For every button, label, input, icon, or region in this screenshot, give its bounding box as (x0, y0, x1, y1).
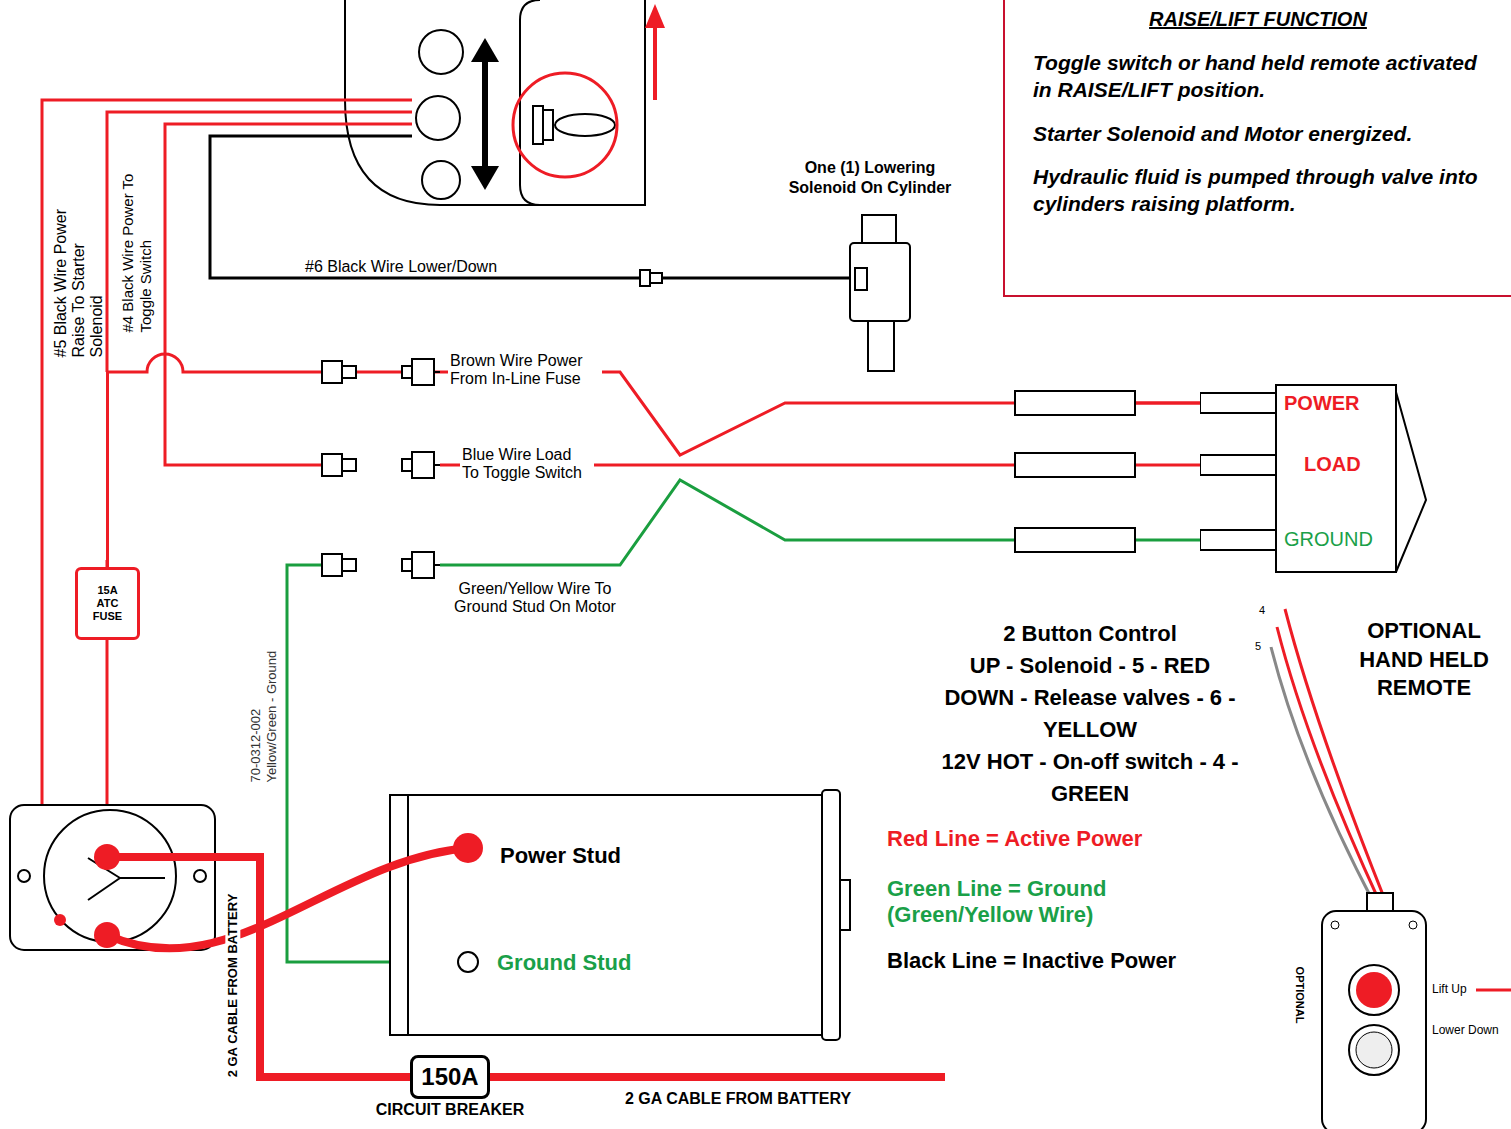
connector-pin (402, 559, 412, 571)
connector-male (322, 361, 342, 383)
wire-label: Green/Yellow Wire To Ground Stud On Moto… (440, 580, 630, 616)
connector-lead (434, 464, 440, 466)
connector-pin (342, 366, 356, 378)
wire-number: 5 (1255, 640, 1261, 652)
legend-text: Green Line = Ground (Green/Yellow Wire) (887, 876, 1177, 928)
legend-text: Red Line = Active Power (887, 826, 1177, 852)
legend-swatch: Green Line = Ground (Green/Yellow Wire) (887, 876, 1177, 928)
wire-label: #4 Black Wire Power To Toggle Switch (118, 168, 154, 333)
cable-label: 2 GA CABLE FROM BATTERY (625, 1090, 851, 1108)
button-control-note: 2 Button ControlUP - Solenoid - 5 - REDD… (900, 618, 1280, 810)
connector-female (412, 552, 434, 578)
rocker-switch: POWER LOAD GROUND (1200, 380, 1430, 580)
breaker-caption: CIRCUIT BREAKER (376, 1101, 524, 1119)
legend-text: Black Line = Inactive Power (887, 948, 1177, 974)
note-text: Toggle switch or hand held remote activa… (1033, 49, 1501, 104)
connector-lead (434, 564, 440, 566)
circuit-breaker: 150ACIRCUIT BREAKER (410, 1055, 490, 1099)
connector-male (322, 454, 342, 476)
toggle-lever (513, 73, 617, 177)
connector-male (322, 554, 342, 576)
stud-label: Power Stud (500, 843, 621, 869)
hand-held-remote: OPTIONAL HAND HELD REMOTE OPTIONAL Lift Up… (1255, 595, 1511, 1129)
inline-fuse: 15A ATC FUSE (75, 567, 140, 640)
connector-pin (342, 559, 356, 571)
control-note-line: DOWN - Release valves - 6 - YELLOW (900, 682, 1280, 746)
connector-pin (402, 459, 412, 471)
button-label: Lift Up (1432, 982, 1467, 996)
connector-pin (342, 459, 356, 471)
lowering-solenoid (850, 215, 910, 371)
motor (390, 790, 850, 1040)
fuse-rating: 15A ATC FUSE (88, 584, 128, 624)
connector-female (412, 452, 434, 478)
power-wire (108, 354, 1201, 567)
remote-heading: OPTIONAL HAND HELD REMOTE (1345, 617, 1503, 703)
control-note-line: 12V HOT - On-off switch - 4 - GREEN (900, 746, 1280, 810)
connector-lead (434, 371, 440, 373)
connector-pin (402, 366, 412, 378)
starter-solenoid (10, 805, 215, 950)
switch-plug-housings (1015, 391, 1135, 552)
wire-label: #6 Black Wire Lower/Down (305, 258, 497, 276)
remote-marking: OPTIONAL (1294, 967, 1306, 1024)
legend-swatch: Red Line = Active Power (887, 826, 1177, 852)
cable-label: 2 GA CABLE FROM BATTERY (225, 891, 240, 1079)
wire-number: 4 (1259, 604, 1265, 616)
connector-female (412, 359, 434, 385)
legend: Red Line = Active PowerGreen Line = Grou… (887, 826, 1177, 994)
part-label: One (1) Lowering Solenoid On Cylinder (770, 158, 970, 198)
note-text: Hydraulic fluid is pumped through valve … (1033, 163, 1501, 218)
toggle-plate (345, 0, 645, 205)
wire-label: Brown Wire Power From In-Line Fuse (448, 352, 602, 388)
function-note-box: RAISE/LIFT FUNCTION Toggle switch or hand… (1003, 0, 1511, 297)
up-arrow (645, 4, 665, 100)
control-note-line: UP - Solenoid - 5 - RED (900, 650, 1280, 682)
breaker-rating: 150A (421, 1063, 478, 1091)
note-text: Starter Solenoid and Motor energized. (1033, 120, 1501, 147)
wire-label: #5 Black Wire Power Raise To Starter Sol… (51, 193, 105, 358)
button-label: Lower Down (1432, 1023, 1499, 1037)
note-heading: RAISE/LIFT FUNCTION (1015, 8, 1501, 31)
part-number: 70-0312-002 Yellow/Green - Ground (247, 638, 279, 783)
terminal-name: POWER (1284, 392, 1360, 415)
inline-connectors (322, 359, 440, 578)
double-arrow (471, 38, 499, 190)
control-note-line: 2 Button Control (900, 618, 1280, 650)
terminal-name: GROUND (1284, 528, 1373, 551)
wire-label: Blue Wire Load To Toggle Switch (460, 446, 594, 482)
terminals (94, 833, 483, 972)
edge-layer (108, 354, 1201, 567)
terminal-name: LOAD (1304, 453, 1361, 476)
stud-label: Ground Stud (497, 950, 631, 976)
legend-swatch: Black Line = Inactive Power (887, 948, 1177, 974)
remote-pendant (1255, 595, 1511, 1129)
lowering-connector (640, 270, 662, 286)
